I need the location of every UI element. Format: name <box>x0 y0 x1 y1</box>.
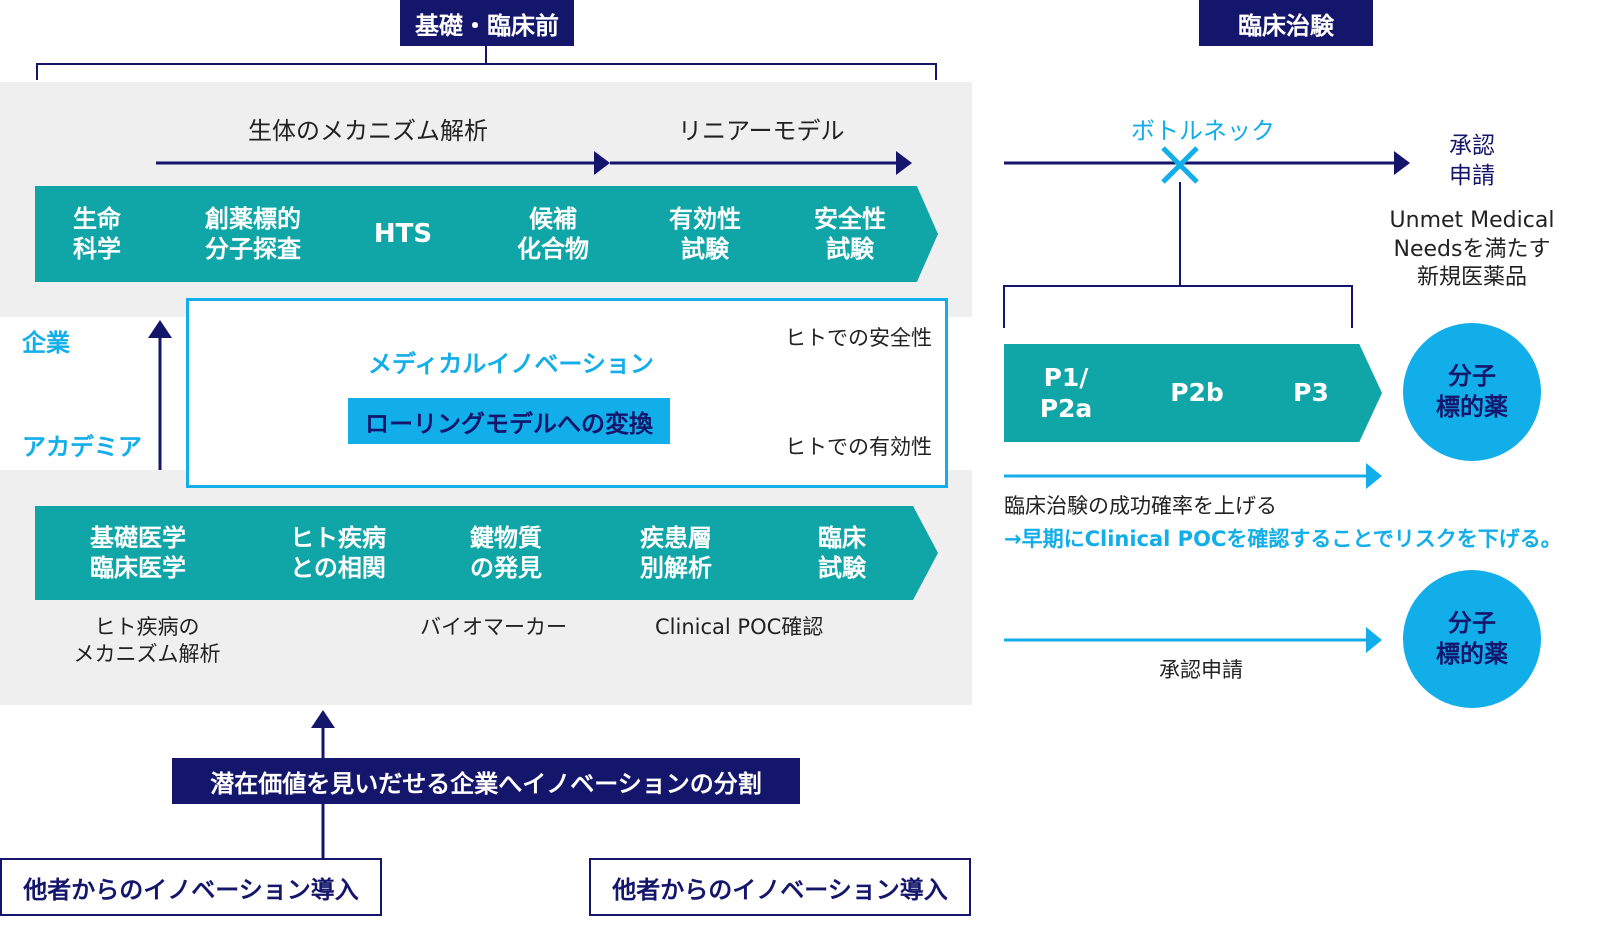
clinical-trial-header: 臨床治験 <box>1199 0 1373 46</box>
chevron-p1-p2a: P1/ P2a <box>1004 344 1152 442</box>
biomarker-sublabel: バイオマーカー <box>420 615 567 639</box>
chevron-stratified-analysis: 疾患層 別解析 <box>576 506 776 600</box>
preclinical-header: 基礎・臨床前 <box>400 0 574 46</box>
company-label: 企業 <box>22 329 70 357</box>
chevron-safety-test: 安全性 試験 <box>762 186 938 282</box>
medical-innovation-label: メディカルイノベーション <box>368 350 654 378</box>
molecular-targeted-drug-circle-1: 分子 標的薬 <box>1403 323 1541 461</box>
chevron-p2b: P2b <box>1124 344 1270 442</box>
chevron-clinical-trial: 臨床 試験 <box>746 506 938 600</box>
success-probability-text: 臨床治験の成功確率を上げる <box>1004 494 1277 518</box>
linear-model-label: リニアーモデル <box>678 117 845 145</box>
human-safety-label: ヒトでの安全性 <box>785 326 932 350</box>
bottleneck-label: ボトルネック <box>1131 117 1275 145</box>
mechanism-sublabel: ヒト疾病の メカニズム解析 <box>73 615 221 667</box>
preclinical-bracket <box>36 63 937 80</box>
chevron-candidate-compound: 候補 化合物 <box>458 186 648 282</box>
chevron-efficacy-test: 有効性 試験 <box>610 186 800 282</box>
rolling-model-label: ローリングモデルへの変換 <box>348 398 670 444</box>
early-poc-text: →早期にClinical POCを確認することでリスクを下げる。 <box>1004 527 1562 551</box>
approval-application-bottom-label: 承認申請 <box>1159 658 1243 682</box>
mechanism-analysis-label: 生体のメカニズム解析 <box>248 117 488 145</box>
academia-label: アカデミア <box>22 433 142 461</box>
chevron-basic-clinical-medicine: 基礎医学 臨床医学 <box>35 506 275 600</box>
rolling-model-box <box>186 298 948 488</box>
clinical-poc-sublabel: Clinical POC確認 <box>655 615 824 639</box>
chevron-p3: P3 <box>1240 344 1382 442</box>
chevron-human-disease-correlation: ヒト疾病 との相関 <box>238 506 438 600</box>
molecular-targeted-drug-circle-2: 分子 標的薬 <box>1403 570 1541 708</box>
innovation-intro-box-2: 他者からのイノベーション導入 <box>589 858 971 916</box>
unmet-medical-needs-label: Unmet Medical Needsを満たす 新規医薬品 <box>1389 208 1555 291</box>
innovation-intro-box-1: 他者からのイノベーション導入 <box>0 858 382 916</box>
approval-application-label: 承認 申請 <box>1449 133 1495 189</box>
human-efficacy-label: ヒトでの有効性 <box>785 435 932 459</box>
chevron-key-substance-discovery: 鍵物質 の発見 <box>406 506 606 600</box>
innovation-split-label: 潜在価値を見いだせる企業へイノベーションの分割 <box>172 758 800 804</box>
